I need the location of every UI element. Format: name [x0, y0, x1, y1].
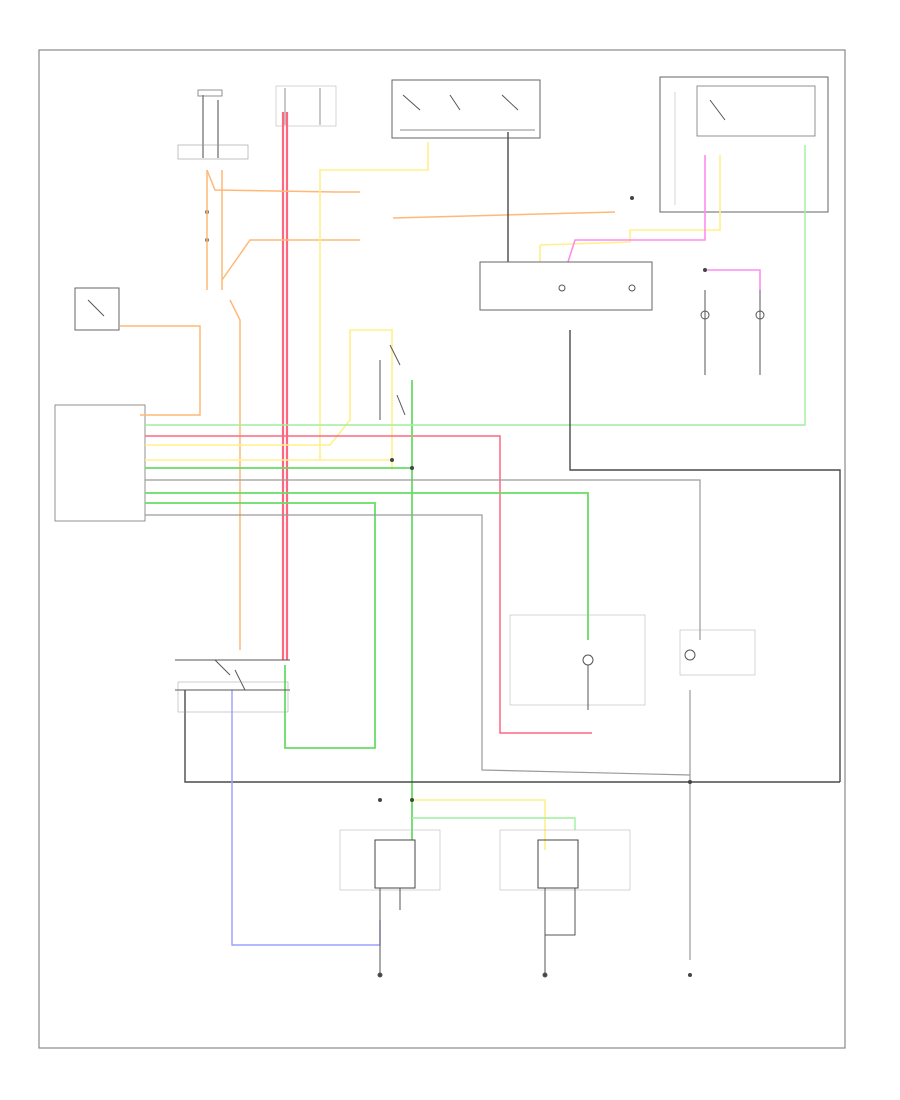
- center-fuse-block: [479, 261, 653, 311]
- dimmer-switch: [175, 659, 290, 713]
- red-wire: [281, 112, 289, 660]
- red-long-wire: [145, 435, 592, 734]
- fuse-block-center: [275, 85, 337, 127]
- blue-wire: [231, 690, 381, 946]
- fuse-block-left: [177, 89, 249, 242]
- right-lamps: [700, 290, 765, 375]
- right-headlamp: [499, 829, 631, 978]
- diagram-frame: [38, 49, 846, 1049]
- gray-wire: [145, 479, 701, 960]
- instrument-cluster: [509, 614, 646, 710]
- left-switch-box: [74, 287, 120, 331]
- yellow-wire: [145, 142, 721, 850]
- lamp-icon: [582, 654, 594, 666]
- green-wire: [145, 380, 589, 840]
- daytime-running-lamp-module: [659, 76, 829, 213]
- lamp-icon: [558, 284, 566, 292]
- ground-bus: [184, 132, 841, 783]
- pink-wire: [567, 155, 761, 290]
- right-indicator: [679, 629, 756, 676]
- relay-box-top: [391, 79, 541, 139]
- orange-wire: [120, 169, 616, 650]
- ground-point: [688, 973, 692, 977]
- light-control-module: [54, 404, 146, 522]
- lamp-icon: [628, 284, 636, 292]
- light-green-wire: [145, 145, 806, 830]
- headlamp-switch: [379, 344, 406, 420]
- left-headlamp: [339, 829, 441, 978]
- junction-dots: [378, 196, 707, 802]
